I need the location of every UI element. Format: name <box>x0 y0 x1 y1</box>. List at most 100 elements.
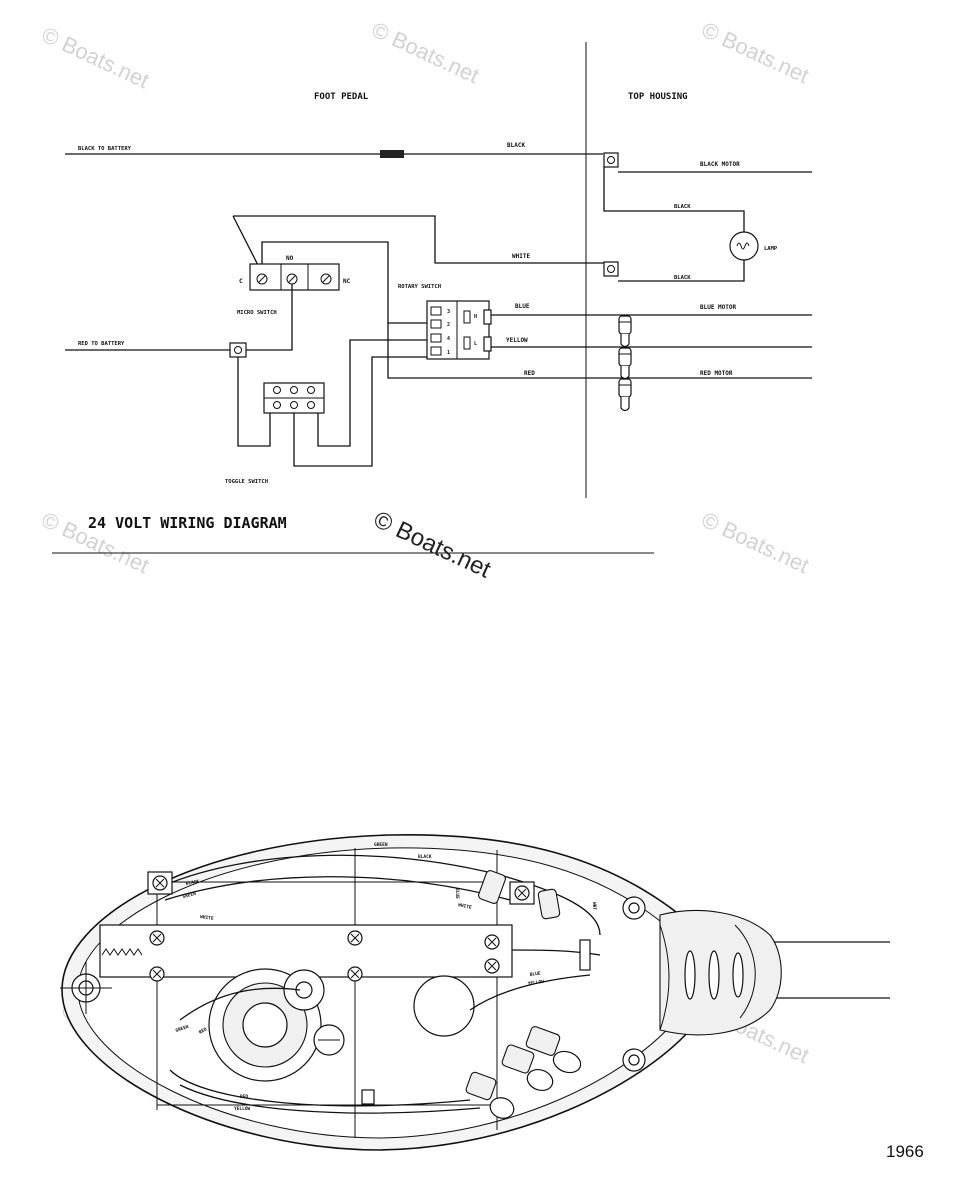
fuse-holder <box>478 870 506 904</box>
rotary-pin-l: L <box>474 341 477 347</box>
bullet-connector-red <box>618 378 632 412</box>
toggle-screw <box>273 401 281 409</box>
collar-slot <box>708 950 720 1000</box>
black-terminal <box>603 152 619 168</box>
toggle-switch-label: TOGGLE SWITCH <box>225 479 268 485</box>
watermark: © Boats.net <box>698 17 813 88</box>
terminal-screw <box>607 265 615 273</box>
screw-slot <box>322 275 330 283</box>
toggle-screw <box>273 386 281 394</box>
toggle-screw <box>290 386 298 394</box>
housing-bullet-connector <box>525 1026 582 1074</box>
rotary-pin-1: 1 <box>447 350 450 356</box>
battery-connector <box>229 342 247 358</box>
bar-screw <box>149 930 165 946</box>
micro-screw-nc <box>320 273 332 285</box>
wire-label-red-mid: RED <box>198 1026 208 1035</box>
rotary-pin-4: 4 <box>447 336 450 342</box>
harness-top-2 <box>164 876 511 901</box>
pinion <box>413 975 475 1037</box>
yellow-wire-label: YELLOW <box>506 337 528 344</box>
wire-label-white-right: WHITE <box>458 902 473 911</box>
red-motor-wire <box>387 323 812 379</box>
bullet-connector-blue <box>618 315 632 348</box>
toggle-screw <box>307 386 315 394</box>
lamp-filament <box>736 242 750 250</box>
rotary-switch-label: ROTARY SWITCH <box>398 284 441 290</box>
rotary-contact <box>430 319 442 329</box>
white-wire <box>233 215 604 264</box>
black-to-battery-label: BLACK TO BATTERY <box>78 146 132 152</box>
schematic: FOOT PEDAL TOP HOUSING BLACK TO BATTERY … <box>52 42 812 554</box>
toggle-screw <box>290 401 298 409</box>
screw-post-top-right <box>622 896 646 920</box>
bar-screw <box>149 966 165 982</box>
micro-nc-label: NC <box>343 278 351 285</box>
wire-label-wht: WHT <box>591 902 597 910</box>
terminal-screw <box>234 346 242 354</box>
lamp-black-upper-label: BLACK <box>674 204 691 210</box>
blue-motor-label: BLUE MOTOR <box>700 304 737 311</box>
harness-bottom-2 <box>179 1084 481 1114</box>
lamp-wire-upper <box>603 167 745 232</box>
micro-screw-c <box>256 273 268 285</box>
harness-bottom <box>169 1069 471 1107</box>
wire-label-red-bottom: RED <box>240 1094 248 1100</box>
inline-fuse <box>380 150 404 158</box>
harness-clip <box>579 939 591 971</box>
red-wire-label: RED <box>524 370 535 377</box>
foot-pedal-label: FOOT PEDAL <box>314 92 369 102</box>
bar-screw <box>484 958 500 974</box>
diagram-title: 24 VOLT WIRING DIAGRAM <box>88 514 287 532</box>
watermark: © Boats.net <box>698 507 813 578</box>
rotary-pin-3: 3 <box>447 309 450 315</box>
white-terminal <box>603 261 619 277</box>
rotary-lug <box>483 336 492 352</box>
rotary-pin-h: H <box>474 314 477 320</box>
harness-top <box>164 854 601 936</box>
collar-slot <box>684 950 696 1000</box>
gear-rack <box>101 948 143 956</box>
red-to-battery-label: RED TO BATTERY <box>78 341 125 347</box>
rotary-contact <box>430 346 442 356</box>
bullet-connector-yellow <box>618 347 632 380</box>
black-wire-label: BLACK <box>507 142 525 149</box>
wire-label-green: GREEN <box>182 891 197 900</box>
black-motor-label: BLACK MOTOR <box>700 161 740 168</box>
white-wire-label: WHITE <box>512 253 530 260</box>
top-housing-illustration: GREEN BLACK WHITE GREEN BLACK WHITE BLUE… <box>60 833 890 1151</box>
rotary-contact <box>430 333 442 343</box>
wire-label-white: WHITE <box>200 914 215 922</box>
housing-bullet-connector <box>465 1071 515 1119</box>
red-to-toggle-wire <box>237 357 271 447</box>
wire-label-blue-right: BLUE <box>529 970 541 977</box>
screw-post-bottom-right <box>622 1048 646 1072</box>
wire-label-green-top: GREEN <box>374 842 388 848</box>
screw-slot <box>288 275 296 283</box>
wire-label-blue: BLUE <box>454 888 460 899</box>
blue-wire-label: BLUE <box>515 303 530 310</box>
bar-screw <box>484 934 500 950</box>
bar-screw <box>347 966 363 982</box>
page-number: 1966 <box>886 1142 924 1161</box>
micro-no-label: NO <box>286 255 294 262</box>
screw-slot <box>258 275 266 283</box>
rotary-switch <box>426 300 490 360</box>
rotary-contact <box>463 310 471 324</box>
lamp <box>729 231 759 261</box>
lamp-black-lower-label: BLACK <box>674 275 691 281</box>
toggle-wire-right <box>317 339 427 447</box>
harness-right-2 <box>469 974 591 1011</box>
micro-no-wire <box>261 241 427 324</box>
rotary-lug <box>483 309 492 325</box>
harness-clip-2 <box>361 1089 375 1105</box>
micro-switch-label: MICRO SWITCH <box>237 310 277 316</box>
watermark: © Boats.net <box>368 17 483 88</box>
wire-label-black: BLACK <box>185 879 200 887</box>
terminal-top-right <box>509 881 535 905</box>
wire-label-black-top: BLACK <box>418 854 432 860</box>
harness-right <box>511 949 601 956</box>
rotary-contact <box>430 306 442 316</box>
collar-slot <box>732 952 744 998</box>
